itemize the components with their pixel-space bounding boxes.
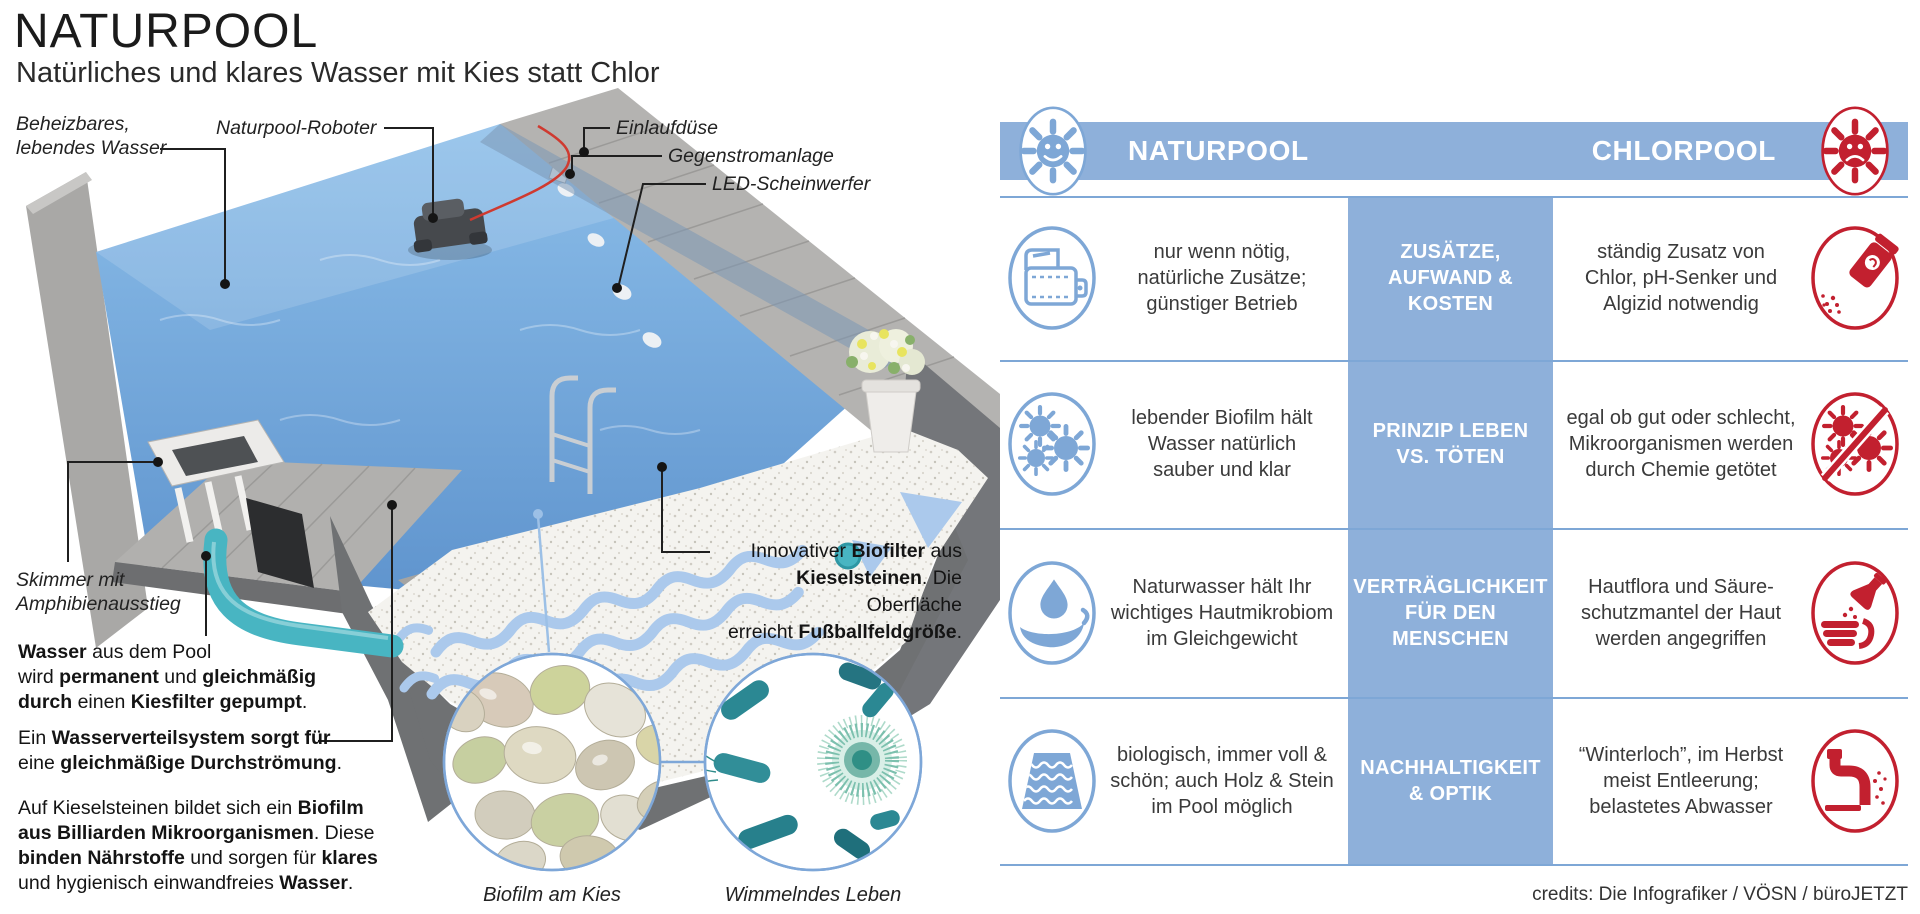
row-separator [1000,360,1908,362]
filter-housing [330,350,1000,830]
inset-label-life: Wimmelndes Leben [724,884,902,906]
wallet-icon [1008,226,1096,330]
table-row: Naturwasser hält Ihr wichtiges Hautmikro… [1000,528,1908,697]
pool-waves-icon [1008,728,1096,833]
microbes-icon [1008,392,1096,496]
label-skimmer: Skimmer mit Amphibienausstieg [16,569,181,615]
row-separator [1000,196,1908,198]
category-cell: PRINZIP LEBEN VS. TÖTEN [1372,420,1529,468]
row-separator [1000,864,1908,866]
naturpool-cell: Naturwasser hält Ihr wichtiges Hautmikro… [1110,575,1334,650]
pool-ladder [549,375,616,494]
water-return-pipe [203,528,404,658]
category-cell: NACHHALTIGKEIT & OPTIK [1360,756,1541,805]
table-header: NATURPOOL CHLORPOOL [1000,106,1908,196]
label-heatable-water: Beheizbares, lebendes Wasser [16,113,167,159]
label-led: LED-Scheinwerfer [712,173,871,195]
pool-left-wall [26,172,148,648]
acid-on-hand-icon [1811,560,1899,665]
skimmer-assembly [147,419,862,658]
flow-arrow [900,492,962,548]
category-column [1348,196,1553,864]
row-separator [1000,697,1908,699]
table-row: lebender Biofilm hält Wasser natürlich s… [1000,360,1908,528]
credits: credits: Die Infografiker / VÖSN / büroJ… [1532,884,1908,905]
inset-microbes [703,652,923,872]
paragraph-biofilm: Auf Kieselsteinen bildet sich ein Biofil… [18,797,378,894]
pump-pipe [246,498,314,588]
inset-label-biofilm: Biofilm am Kies [483,884,621,906]
page-title: NATURPOOL [14,5,319,58]
waste-pipe-icon [1811,728,1899,833]
table-row: nur wenn nötig, natürliche Zusätze; güns… [1000,196,1908,360]
hand-waterdrop-icon [1008,560,1096,665]
page-subtitle: Natürliches und klares Wasser mit Kies s… [16,57,660,89]
category-cell: ZUSÄTZE, AUFWAND & KOSTEN [1388,241,1513,315]
chlorpool-cell: ständig Zusatz von Chlor, pH-Senker und … [1584,241,1778,315]
robot-cable [469,124,571,222]
table-row: biologisch, immer voll & schön; auch Hol… [1000,697,1908,864]
naturpool-cell: lebender Biofilm hält Wasser natürlich s… [1131,407,1313,481]
naturpool-cell: biologisch, immer voll & schön; auch Hol… [1110,743,1334,818]
comparison-table: NATURPOOL CHLORPOOL [1000,0,1908,914]
chlorpool-cell: egal ob gut oder schlecht, Mikroorganism… [1566,407,1796,481]
leader-dots [153,147,667,561]
water-flow-waves [393,543,1000,914]
outlet-pipe [834,542,862,570]
header-naturpool: NATURPOOL [1128,135,1309,166]
good-microbe-icon [1019,106,1087,196]
flower-pot [846,329,925,453]
chemical-shaker-icon [1811,226,1899,330]
row-separator [1000,528,1908,530]
no-microbes-icon [1811,392,1899,496]
category-cell: VERTRÄGLICHKEIT FÜR DEN MENSCHEN [1353,575,1548,650]
label-robot: Naturpool-Roboter [216,117,377,139]
naturpool-illustration [26,88,1000,914]
label-counter-current: Gegenstromanlage [668,145,834,167]
bad-microbe-icon [1821,106,1889,196]
naturpool-cell: nur wenn nötig, natürliche Zusätze; güns… [1137,241,1307,315]
leader-lines [67,127,710,742]
chlorpool-cell: Hautflora und Säure- schutzmantel der Ha… [1580,575,1782,650]
chlorpool-cell: “Winterloch”, im Herbst meist Entleerung… [1578,743,1784,818]
inset-leader-lines [533,509,704,764]
header-chlorpool: CHLORPOOL [1591,135,1776,166]
label-inlet: Einlaufdüse [616,117,718,139]
